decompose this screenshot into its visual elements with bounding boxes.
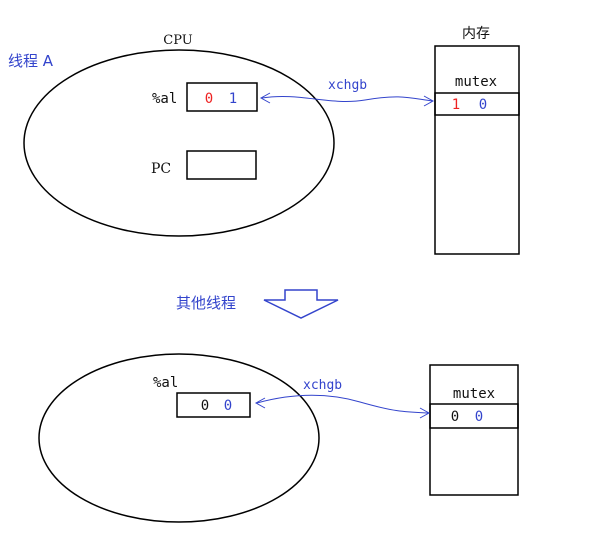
memory-label: 内存 [462, 26, 490, 42]
register-al-box [186, 82, 258, 112]
mutex-old-value: 1 [452, 97, 460, 113]
memory-column-bottom [429, 364, 519, 496]
mutex-label: mutex [455, 74, 497, 90]
register-al-bottom-new-value: 0 [224, 398, 232, 414]
mutex-bottom-new-value: 0 [475, 409, 483, 425]
xchgb-exchange-arrow-bottom [256, 394, 429, 414]
mutex-bottom-old-value: 0 [451, 409, 459, 425]
register-al-label: %al [152, 91, 177, 107]
xchgb-label: xchgb [328, 78, 367, 93]
pc-register-box [186, 150, 257, 180]
cpu-ellipse [23, 49, 335, 237]
xchgb-arrowhead-right [423, 95, 435, 107]
register-al-bottom-old-value: 0 [201, 398, 209, 414]
xchgb-exchange-arrow [261, 95, 433, 103]
mutex-cell [434, 92, 520, 116]
xchgb-arrowhead-right-bottom [419, 407, 431, 419]
cpu-label: CPU [163, 33, 192, 48]
memory-column [434, 45, 520, 255]
down-arrow-icon [263, 289, 339, 319]
thread-a-label: 线程 A [8, 52, 54, 70]
xchgb-arrowhead-left-bottom [254, 397, 266, 409]
xchgb-arrowhead-left [259, 92, 271, 104]
register-al-box-bottom [176, 392, 251, 418]
xchgb-label-bottom: xchgb [303, 378, 342, 393]
mutex-new-value: 0 [479, 97, 487, 113]
mutex-cell-bottom [429, 403, 519, 429]
other-threads-label: 其他线程 [176, 294, 236, 312]
register-al-new-value: 1 [229, 91, 237, 107]
register-al-label-bottom: %al [153, 375, 178, 391]
register-al-old-value: 0 [205, 91, 213, 107]
pc-label: PC [151, 161, 171, 177]
mutex-label-bottom: mutex [453, 386, 495, 402]
cpu-ellipse-bottom [38, 353, 320, 523]
